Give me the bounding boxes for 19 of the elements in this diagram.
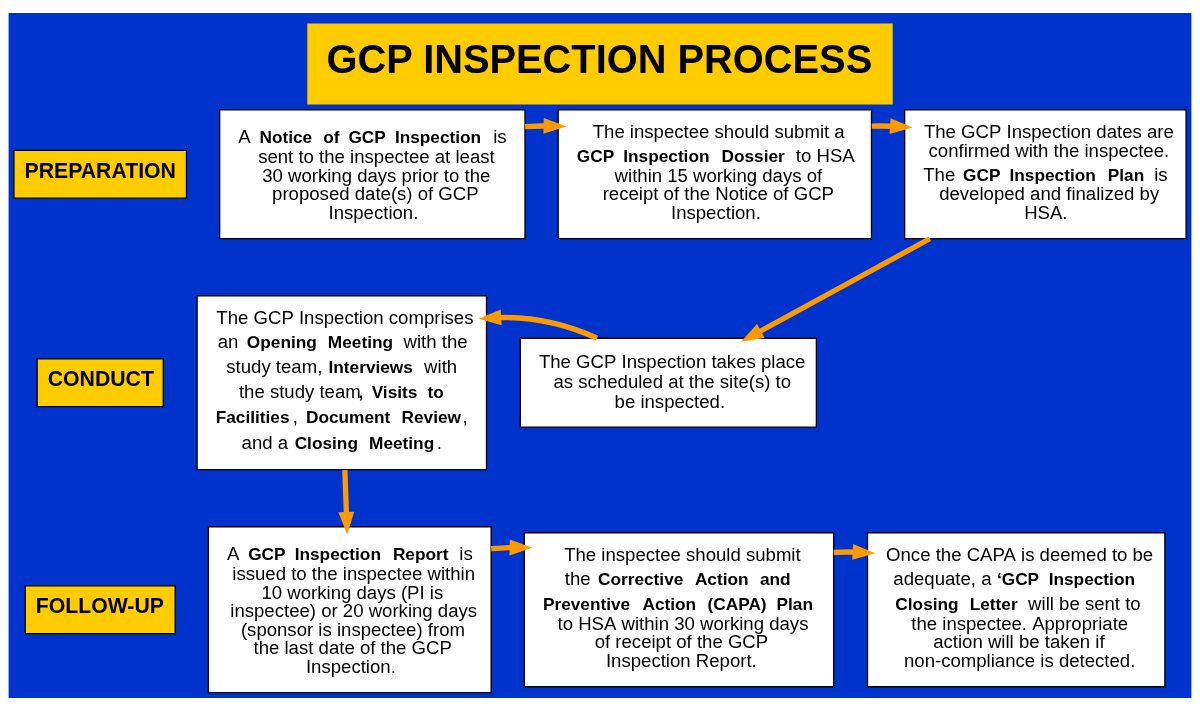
node-box: Once the CAPA is deemed to be adequate, a ‘GCP Inspection Closing Letter will be sent to the inspectee. Appropriate action will be taken if non-compliance is detected. (866, 532, 1166, 688)
arrow (478, 309, 599, 341)
diagram-title: GCP INSPECTION PROCESS (326, 37, 873, 82)
node-box: FOLLOW-UP (24, 585, 176, 635)
arrow (338, 470, 355, 535)
arrow (525, 118, 567, 134)
node-box: A GCP Inspection Report is issued to the inspectee within 10 working days (PI is inspectee) or 20 working days (sponsor is inspectee) from the last date of the GCP Inspection. (207, 526, 492, 694)
node-box: The inspectee should submit a GCP Inspection Dossier to HSA within 15 working days of receipt of the Notice of GCP Inspection. (557, 109, 873, 240)
node-box: A Notice of GCP Inspection is sent to the inspectee at least 30 working days prior to the proposed date(s) of GCP Inspection. (219, 109, 526, 240)
node-box: The inspectee should submit the Corrective Action and Preventive Action (CAPA) Plan to HSA within 30 working days of receipt of the GCP Inspection Report. (523, 532, 835, 688)
node-box: The GCP Inspection takes place as scheduled at the site(s) to be inspected. (519, 337, 818, 428)
arrow (871, 118, 913, 135)
arrow (740, 236, 931, 342)
arrow (833, 544, 876, 560)
node-box: The GCP Inspection comprises an Opening Meeting with the study team, Interviews with the study team, Visits to Facilities, Document Review, and a Closing Meeting. (196, 295, 488, 471)
node-box: CONDUCT (36, 358, 164, 408)
arrow (490, 539, 533, 556)
node-box: PREPARATION (13, 149, 188, 199)
node-box: The GCP Inspection dates are confirmed with the inspectee. The GCP Inspection Plan is developed and finalized by HSA. (904, 109, 1187, 240)
